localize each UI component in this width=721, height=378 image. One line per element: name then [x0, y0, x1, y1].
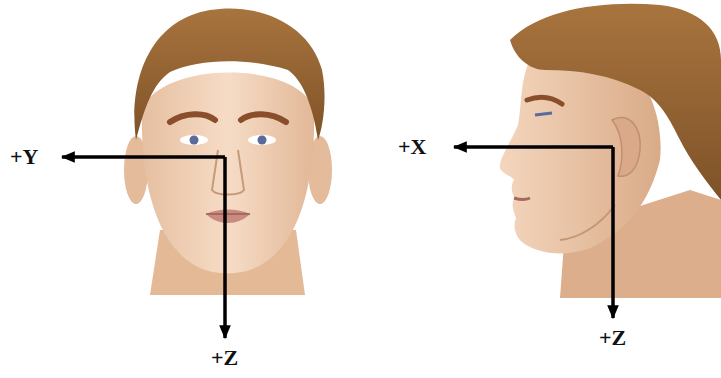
axis-arrow — [223, 157, 227, 338]
iris — [258, 136, 267, 145]
axis-label: +Z — [211, 346, 238, 370]
axis-arrow — [62, 155, 225, 159]
hair — [134, 8, 324, 140]
lips — [514, 198, 530, 200]
axis-arrow — [611, 147, 615, 318]
ear — [612, 118, 640, 177]
lips — [206, 210, 250, 224]
eyebrow — [527, 97, 562, 104]
axis-arrow — [454, 145, 613, 149]
eye — [180, 135, 208, 145]
mouth-line — [206, 213, 250, 215]
axis-label: +X — [398, 135, 426, 159]
axis-label: +Z — [599, 326, 626, 350]
iris — [190, 136, 199, 145]
eye — [535, 113, 552, 115]
axis-label: +Y — [10, 145, 38, 169]
jaw-line — [560, 205, 615, 240]
eye — [248, 135, 276, 145]
coordinate-axes — [62, 147, 613, 338]
eyebrow — [170, 114, 215, 122]
eyebrow — [241, 114, 286, 122]
hair — [510, 4, 721, 200]
front-head — [124, 8, 332, 295]
face — [142, 73, 314, 274]
profile-head — [500, 4, 721, 298]
